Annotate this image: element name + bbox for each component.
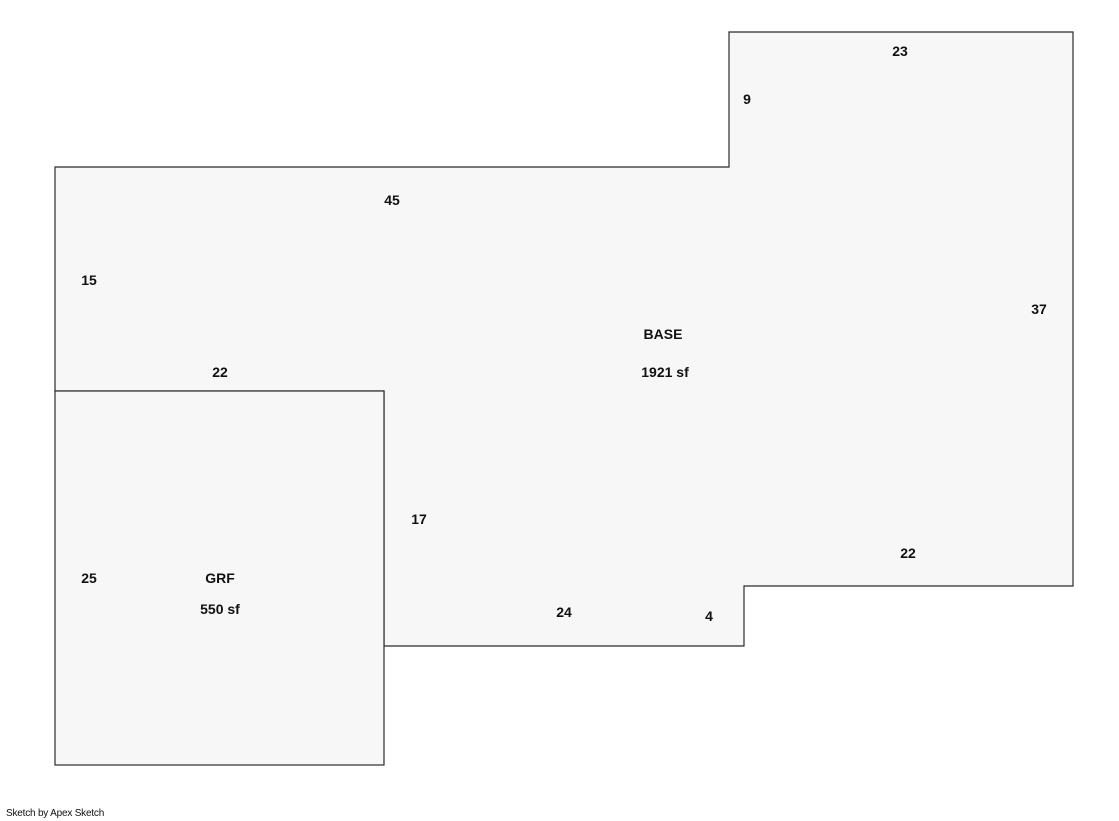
dim-base-right: 37 bbox=[1031, 301, 1047, 317]
dim-base-top-right: 23 bbox=[892, 43, 908, 59]
dim-base-step: 4 bbox=[705, 608, 713, 624]
dim-grf-height: 25 bbox=[81, 570, 97, 586]
sketch-credit: Sketch by Apex Sketch bbox=[6, 808, 105, 819]
grf-area-name: GRF bbox=[205, 570, 235, 586]
grf-area-size: 550 sf bbox=[200, 601, 240, 617]
dim-base-bottom-right: 22 bbox=[900, 545, 916, 561]
base-area-size: 1921 sf bbox=[641, 364, 689, 380]
grf-area-outline bbox=[54, 390, 385, 766]
base-area-name: BASE bbox=[644, 326, 683, 342]
dim-base-top-left: 45 bbox=[384, 192, 400, 208]
dim-base-left: 15 bbox=[81, 272, 97, 288]
dim-base-notch: 9 bbox=[743, 91, 751, 107]
dim-base-inner-length: 22 bbox=[212, 364, 228, 380]
dim-base-inner-height: 17 bbox=[411, 511, 427, 527]
dim-base-bottom: 24 bbox=[556, 604, 572, 620]
